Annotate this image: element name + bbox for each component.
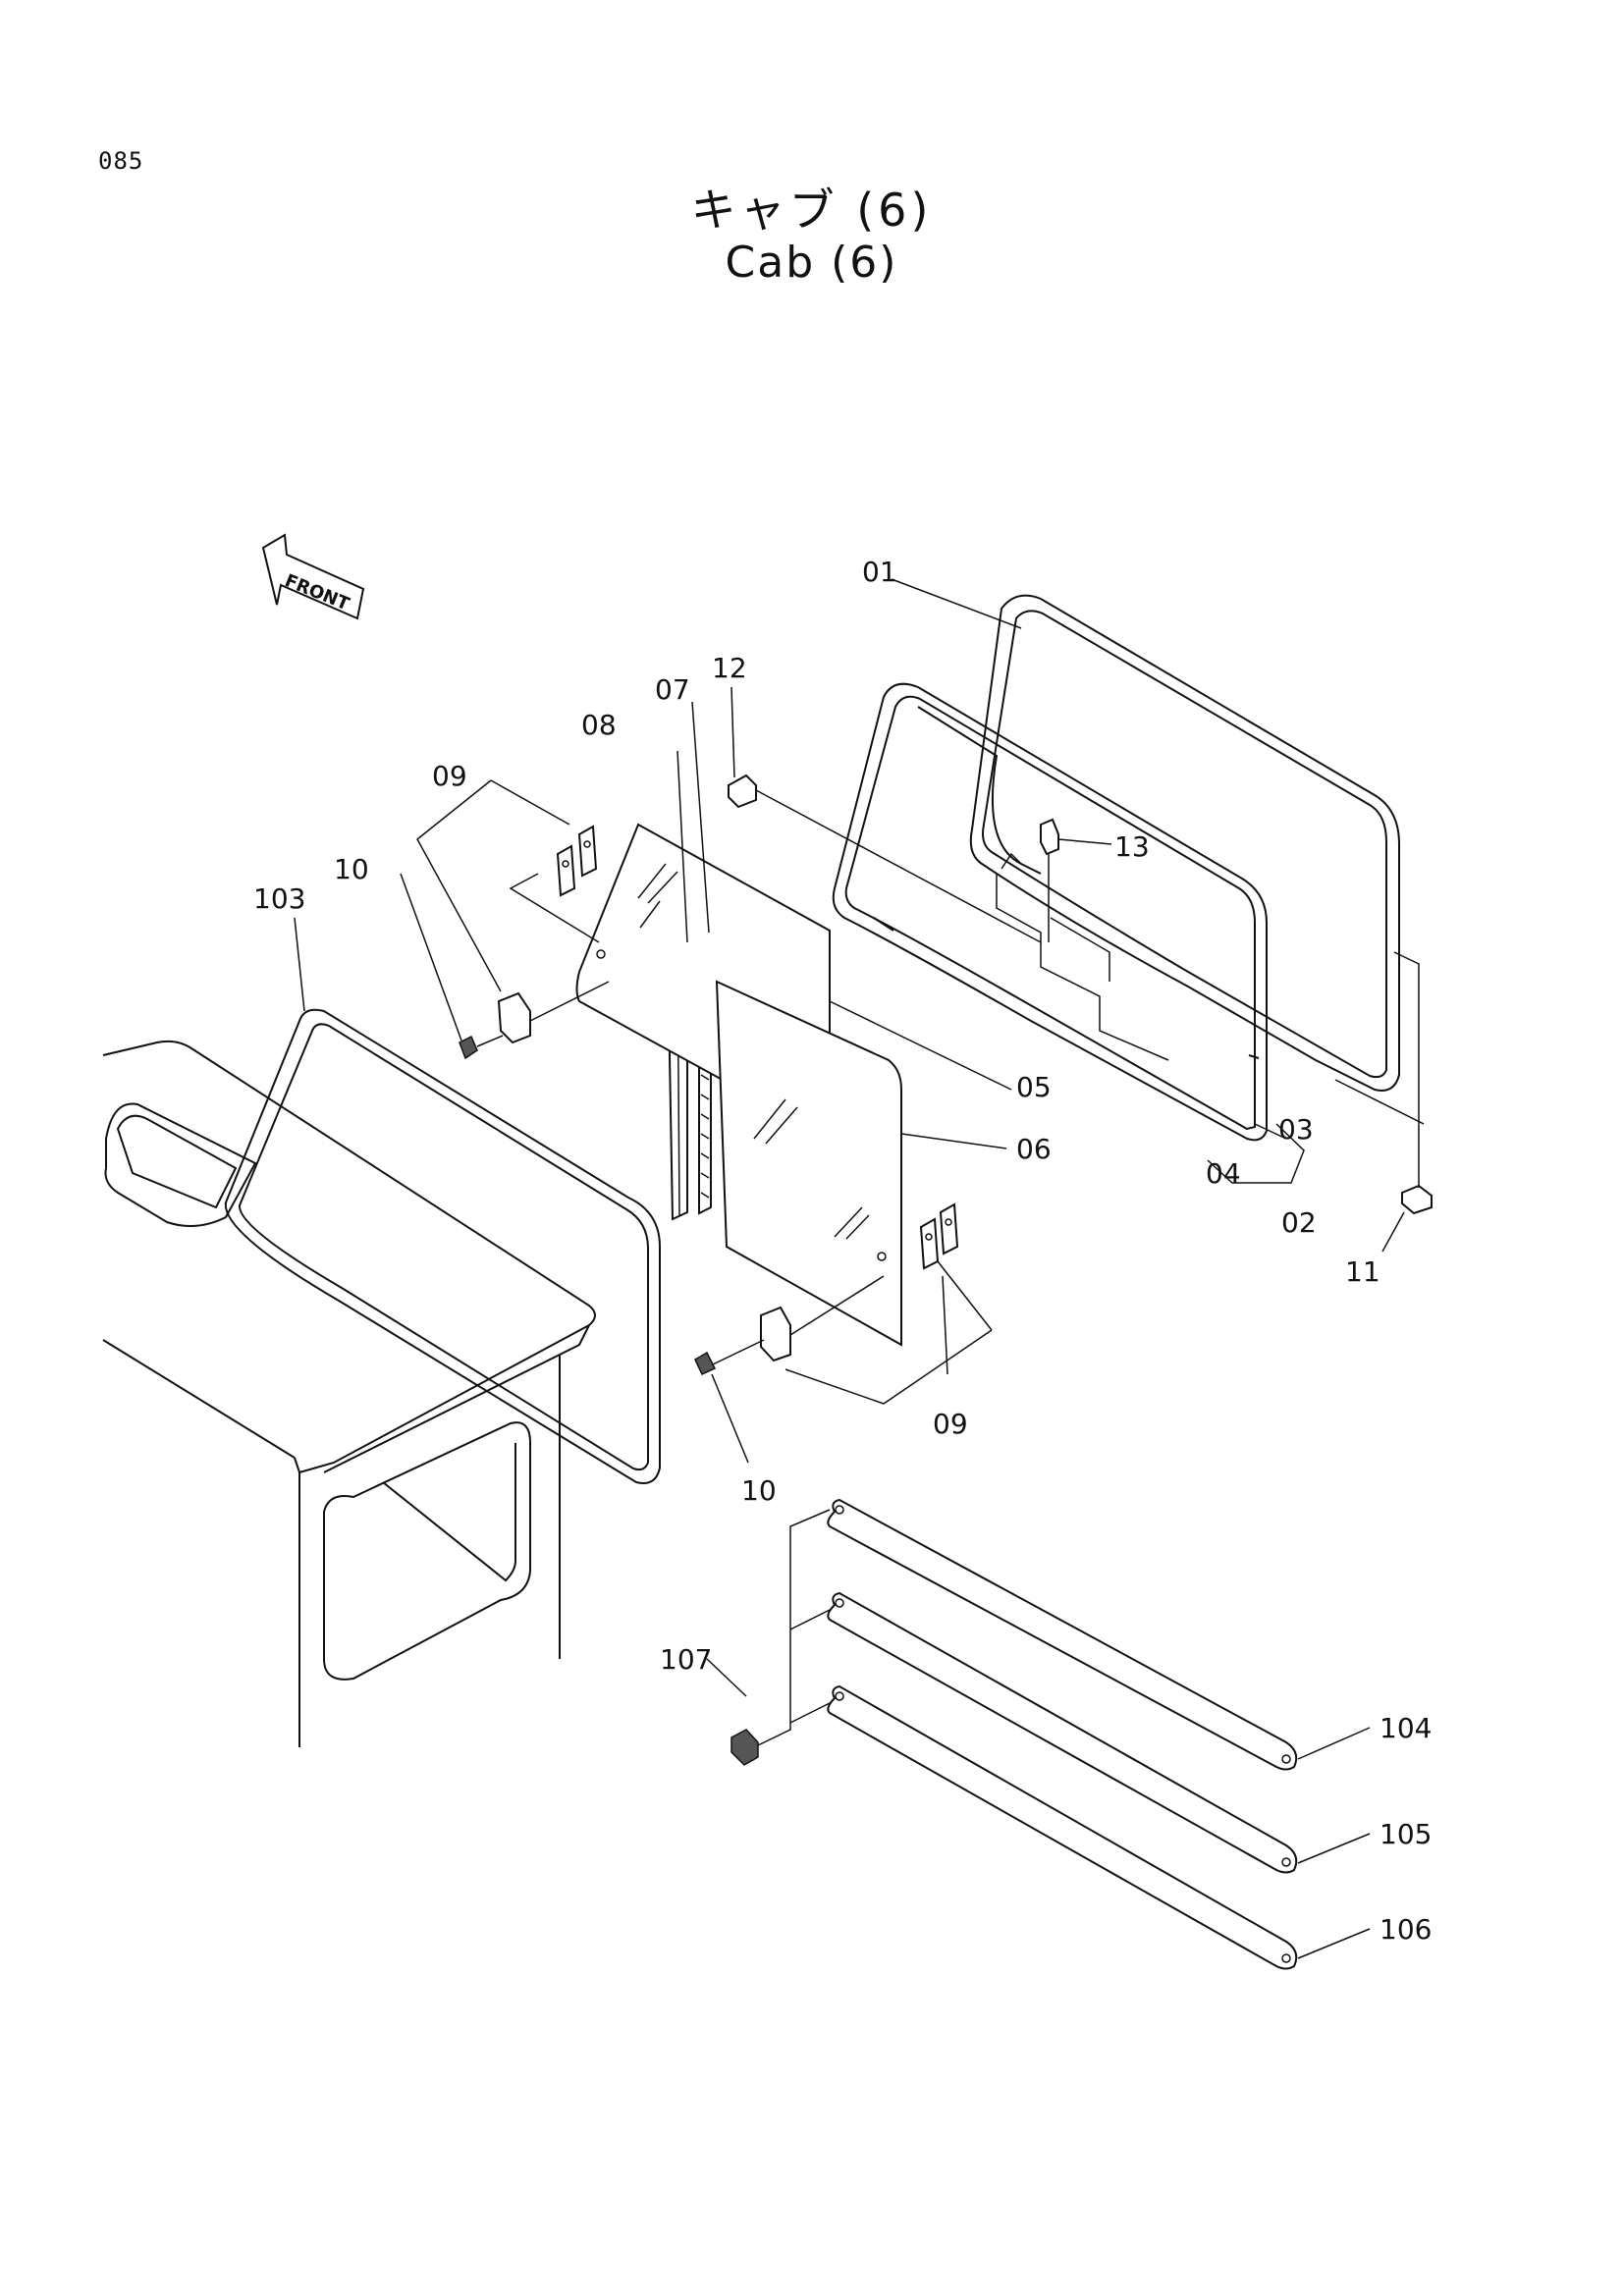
callout-09-lower: 09 [933,1408,968,1440]
callout-03: 03 [1278,1113,1314,1146]
callout-06: 06 [1016,1133,1052,1165]
callout-12: 12 [712,652,747,684]
callout-01: 01 [862,556,897,588]
callout-11: 11 [1345,1255,1380,1288]
callout-09-upper: 09 [432,760,467,792]
callout-10-upper: 10 [334,853,369,885]
callout-08: 08 [581,709,617,741]
page-number: 085 [98,147,144,175]
latch-12 [728,774,1042,943]
callout-105: 105 [1380,1818,1432,1850]
callout-106: 106 [1380,1913,1432,1946]
latch-11 [1393,951,1433,1215]
callout-02: 02 [1281,1206,1317,1239]
leader-lines [294,578,1405,1959]
front-label: FRONT [282,570,352,615]
hinge-bracket-09-upper [459,825,610,1060]
support-bar-106 [827,1684,1298,1970]
callout-107: 107 [660,1643,712,1676]
callout-13: 13 [1114,830,1150,863]
callout-104: 104 [1380,1712,1432,1744]
callout-04: 04 [1206,1157,1241,1190]
hidden-lines [996,874,1425,1125]
callout-05: 05 [1016,1071,1052,1103]
callout-10-lower: 10 [741,1474,777,1507]
support-bar-104 [827,1498,1298,1771]
callout-07: 07 [655,673,690,706]
hinge-bracket-09-lower [694,1202,959,1375]
outer-frame-01 [969,594,1400,1092]
title-japanese: キャブ (6) [690,184,933,237]
bolt-107 [730,1509,831,1766]
callout-103: 103 [253,882,305,915]
front-arrow-icon: FRONT [261,533,365,620]
clip-13 [1040,818,1059,942]
cab-body [102,1040,596,1747]
glass-panel-06 [715,980,902,1347]
title-english: Cab (6) [725,238,898,288]
support-bar-105 [827,1591,1298,1874]
sash-rail-04 [832,682,1268,1142]
window-seal-103 [224,1008,661,1484]
